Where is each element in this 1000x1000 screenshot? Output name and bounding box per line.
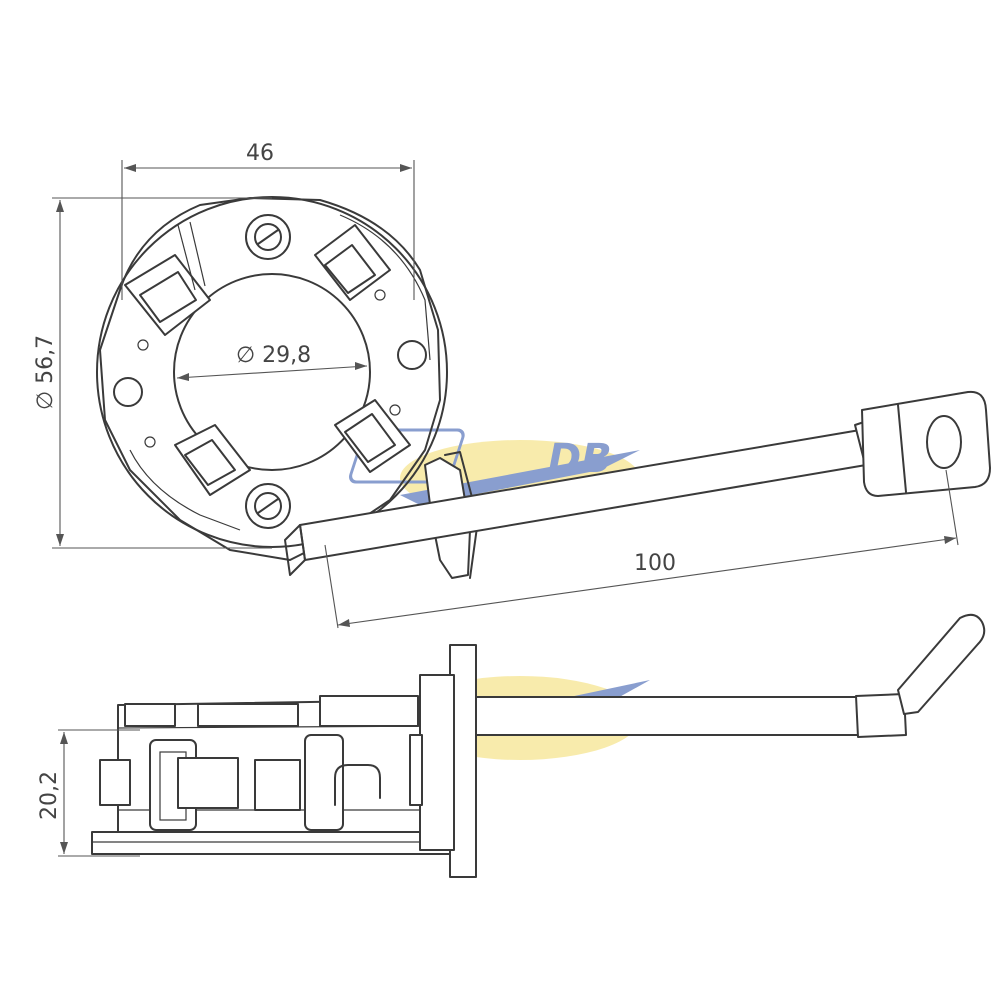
side-brush-5	[304, 734, 344, 831]
brush-box-upper-right	[314, 214, 431, 361]
dimension-cable-length-label: 100	[634, 551, 676, 576]
side-grommet-body	[419, 674, 455, 851]
brush-box-lower-left	[129, 424, 251, 531]
side-view	[91, 613, 986, 878]
side-cable-loop	[334, 764, 381, 806]
mount-hole-right	[397, 340, 427, 370]
dimension-width-label: 46	[246, 141, 274, 166]
dimension-cable-length: 100	[324, 469, 959, 629]
dimension-width: 46	[121, 141, 415, 300]
ring-terminal	[861, 390, 991, 497]
side-cable	[475, 696, 865, 736]
watermark-badge	[348, 428, 465, 484]
small-hole-4	[389, 404, 401, 416]
mount-hole-left	[113, 377, 143, 407]
dimension-height: 20,2	[37, 729, 140, 857]
dimension-height-label: 20,2	[37, 771, 62, 820]
side-brush-1	[99, 759, 131, 806]
brush-box-lower-right	[334, 399, 411, 473]
side-base-plate	[91, 831, 451, 855]
small-hole-1	[137, 339, 149, 351]
dimension-outer-diameter: ∅ 56,7	[33, 197, 272, 549]
small-hole-2	[144, 436, 156, 448]
plate-outer-outline	[96, 196, 448, 548]
top-view	[96, 196, 991, 579]
dimension-outer-diameter-label: ∅ 56,7	[33, 335, 58, 410]
side-ring-terminal	[897, 613, 986, 715]
brush-box-upper-left	[124, 221, 211, 336]
side-terminal-left	[124, 703, 176, 727]
dimension-inner-diameter: ∅ 29,8	[176, 343, 368, 381]
rivet-bottom	[245, 483, 291, 529]
rivet-top	[245, 214, 291, 260]
dimension-inner-diameter-label: ∅ 29,8	[236, 343, 311, 368]
small-hole-3	[374, 289, 386, 301]
side-terminal-mid	[197, 703, 299, 727]
side-brush-4	[254, 759, 301, 811]
side-brush-3	[177, 757, 239, 809]
side-terminal-right	[319, 695, 419, 727]
side-terminal-crimp	[855, 693, 907, 738]
